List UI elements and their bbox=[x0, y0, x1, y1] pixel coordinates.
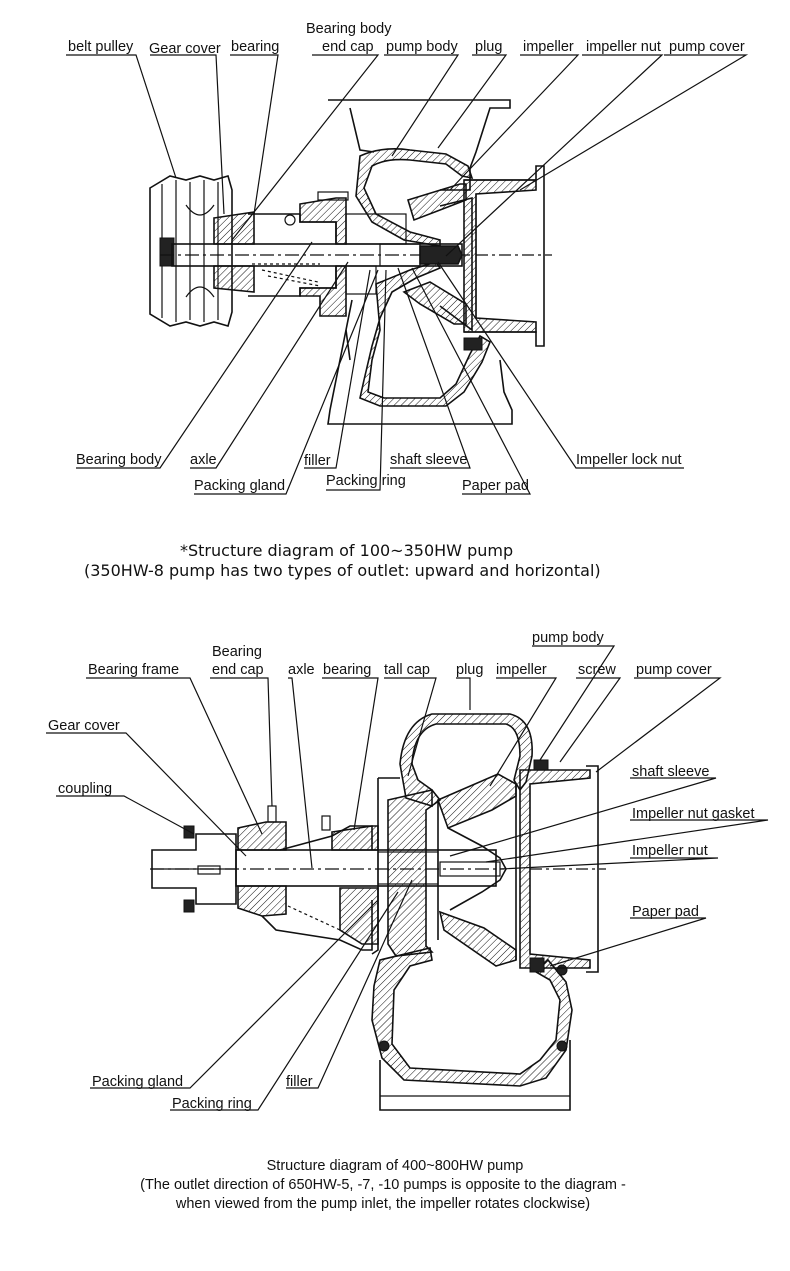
label-filler-2: filler bbox=[286, 1074, 313, 1090]
pump-cover-drawing bbox=[463, 165, 552, 351]
caption-diagram2-line2: (The outlet direction of 650HW-5, -7, -1… bbox=[140, 1177, 626, 1193]
label-packing-ring-2: Packing ring bbox=[172, 1096, 252, 1112]
diagram-400-800hw bbox=[46, 645, 769, 1111]
label-screw: screw bbox=[578, 662, 616, 678]
label-shaft-sleeve-2: shaft sleeve bbox=[632, 764, 709, 780]
label-impeller-2: impeller bbox=[496, 662, 547, 678]
pump-body-drawing bbox=[327, 99, 513, 425]
diagram-100-350hw bbox=[66, 54, 749, 495]
label-bearing-body-end-cap-line1: Bearing body bbox=[306, 21, 392, 37]
label-coupling: coupling bbox=[58, 781, 112, 797]
label-gear-cover: Gear cover bbox=[149, 41, 221, 57]
label-impeller-nut: impeller nut bbox=[586, 39, 661, 55]
label-shaft-sleeve: shaft sleeve bbox=[390, 452, 467, 468]
label-paper-pad: Paper pad bbox=[462, 478, 529, 494]
label-plug: plug bbox=[475, 39, 502, 55]
diagram1-leaders bbox=[66, 54, 749, 495]
label-bearing-body-end-cap-line2: end cap bbox=[322, 39, 374, 55]
label-impeller-nut-2: Impeller nut bbox=[632, 843, 708, 859]
label-gear-cover-2: Gear cover bbox=[48, 718, 120, 734]
label-packing-gland: Packing gland bbox=[194, 478, 285, 494]
label-bearing: bearing bbox=[231, 39, 279, 55]
label-pump-body: pump body bbox=[386, 39, 458, 55]
label-bearing-body: Bearing body bbox=[76, 452, 162, 468]
label-axle: axle bbox=[190, 452, 217, 468]
label-pump-cover-2: pump cover bbox=[636, 662, 712, 678]
label-filler: filler bbox=[304, 453, 331, 469]
caption-diagram1-line2: (350HW-8 pump has two types of outlet: u… bbox=[84, 561, 601, 580]
label-impeller-nut-gasket: Impeller nut gasket bbox=[632, 806, 755, 822]
impeller2-drawing bbox=[436, 773, 517, 967]
label-bearing-frame: Bearing frame bbox=[88, 662, 179, 678]
label-plug-2: plug bbox=[456, 662, 483, 678]
label-bearing-end-cap-line1: Bearing bbox=[212, 644, 262, 660]
label-paper-pad-2: Paper pad bbox=[632, 904, 699, 920]
label-belt-pulley: belt pulley bbox=[68, 39, 134, 55]
caption-diagram2-line1: Structure diagram of 400~800HW pump bbox=[267, 1158, 524, 1174]
label-impeller: impeller bbox=[523, 39, 574, 55]
label-pump-cover: pump cover bbox=[669, 39, 745, 55]
label-tall-cap: tall cap bbox=[384, 662, 430, 678]
impeller-drawing bbox=[379, 183, 473, 332]
label-axle-2: axle bbox=[288, 662, 315, 678]
label-packing-gland-2: Packing gland bbox=[92, 1074, 183, 1090]
diagram2-leaders bbox=[46, 645, 769, 1111]
label-impeller-lock-nut: Impeller lock nut bbox=[576, 452, 682, 468]
label-bearing-2: bearing bbox=[323, 662, 371, 678]
label-bearing-end-cap-line2: end cap bbox=[212, 662, 264, 678]
belt-pulley-drawing bbox=[149, 175, 233, 327]
label-packing-ring: Packing ring bbox=[326, 473, 406, 489]
pump-cover2-drawing bbox=[519, 759, 606, 973]
label-pump-body-2: pump body bbox=[532, 630, 604, 646]
caption-diagram2-line3: when viewed from the pump inlet, the imp… bbox=[175, 1196, 590, 1212]
caption-diagram1-line1: *Structure diagram of 100~350HW pump bbox=[180, 541, 513, 560]
